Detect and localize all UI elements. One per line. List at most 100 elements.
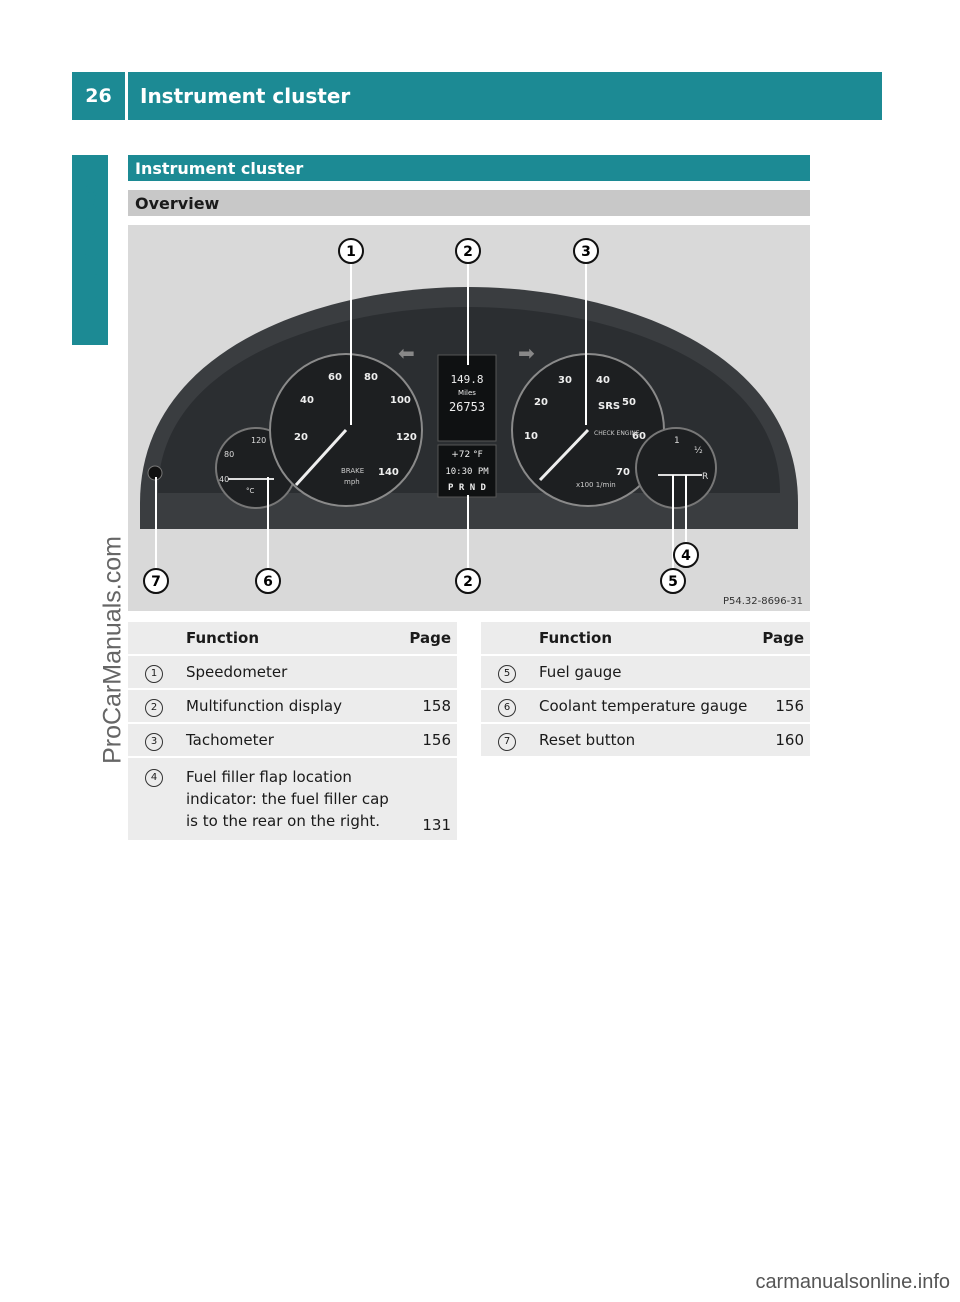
coolant-unit: °C <box>246 487 255 495</box>
watermark: ProCarManuals.com <box>98 536 127 764</box>
gear-indicator: P R N D <box>448 483 487 493</box>
srs-warning-label: SRS <box>598 401 620 412</box>
callout-circle <box>573 238 599 264</box>
fuel-tick: 1 <box>674 436 680 446</box>
tacho-tick: 20 <box>534 397 548 408</box>
speedo-tick: 100 <box>390 395 411 406</box>
function-table-right: Function Page 5 Fuel gauge 6 Coolant tem… <box>481 620 810 758</box>
row-number: 6 <box>498 698 516 717</box>
side-tab-label: At a glance <box>78 183 102 317</box>
callout-label: 4 <box>681 548 691 564</box>
table-row: 5 Fuel gauge <box>481 656 810 688</box>
row-page: 160 <box>755 724 810 756</box>
row-page: 131 <box>403 758 457 840</box>
header-separator <box>125 72 128 120</box>
tacho-tick: 30 <box>558 375 572 386</box>
table-header-row: Function Page <box>128 622 457 654</box>
table-row: 6 Coolant temperature gauge 156 <box>481 690 810 722</box>
table-row: 1 Speedometer <box>128 656 457 688</box>
bottom-watermark: carmanualsonline.info <box>755 1271 950 1293</box>
row-number: 4 <box>145 769 163 787</box>
callout-label: 7 <box>151 574 161 590</box>
callout-circle <box>338 238 364 264</box>
callout-circle <box>455 238 481 264</box>
instrument-cluster-figure: 80 120 40 °C 20 40 60 80 100 120 140 BRA… <box>128 225 810 611</box>
header-title: Instrument cluster <box>140 84 351 108</box>
col-header-num <box>481 622 533 654</box>
multifunction-display-top <box>437 354 497 442</box>
row-number: 2 <box>145 698 163 717</box>
coolant-tick: 80 <box>224 450 234 459</box>
row-function: Multifunction display <box>180 690 404 722</box>
function-table-left: Function Page 1 Speedometer 2 Multifunct… <box>128 620 457 842</box>
speedo-tick: 80 <box>364 372 378 383</box>
row-function: Tachometer <box>180 724 404 756</box>
tacho-tick: 10 <box>524 431 538 442</box>
row-function: Coolant temperature gauge <box>533 690 756 722</box>
row-page <box>403 656 457 688</box>
tacho-tick: 70 <box>616 467 630 478</box>
odometer-value: 26753 <box>449 400 485 414</box>
callout-lines <box>155 263 687 569</box>
page-number: 26 <box>85 85 112 107</box>
coolant-tick: 120 <box>251 436 266 445</box>
check-engine-label: CHECK ENGINE <box>594 430 640 437</box>
trip-unit: Miles <box>458 389 476 397</box>
tacho-tick: 40 <box>596 375 610 386</box>
tachometer-needle <box>538 428 590 482</box>
row-function: Fuel gauge <box>533 656 756 688</box>
trip-value: 149.8 <box>450 373 483 386</box>
cluster-illustration: 80 120 40 °C 20 40 60 80 100 120 140 BRA… <box>140 238 798 594</box>
row-page <box>755 656 810 688</box>
fuel-tick: ½ <box>694 446 703 456</box>
brake-warning-label: BRAKE <box>341 467 364 475</box>
clock: 10:30 PM <box>445 467 489 477</box>
callout-circle <box>143 568 169 594</box>
tacho-tick: 60 <box>632 431 646 442</box>
row-number: 3 <box>145 732 163 751</box>
subsection-title: Overview <box>128 190 810 216</box>
callout-circle <box>673 542 699 568</box>
row-page: 158 <box>403 690 457 722</box>
left-turn-arrow-icon: ⬅ <box>398 341 415 365</box>
tacho-unit: x100 1/min <box>576 481 616 489</box>
callout-circle <box>255 568 281 594</box>
table-row: 7 Reset button 160 <box>481 724 810 756</box>
table-row: 4 Fuel filler flap location indicator: t… <box>128 758 457 840</box>
table-header-row: Function Page <box>481 622 810 654</box>
speedo-tick: 120 <box>396 432 417 443</box>
row-function: Speedometer <box>180 656 404 688</box>
speedo-tick: 20 <box>294 432 308 443</box>
row-number: 7 <box>498 732 516 751</box>
table-row: 2 Multifunction display 158 <box>128 690 457 722</box>
callout-label: 6 <box>263 574 273 590</box>
tacho-tick: 50 <box>622 397 636 408</box>
callout-label: 3 <box>581 244 591 260</box>
col-header-function: Function <box>180 622 404 654</box>
header-bar <box>72 72 882 120</box>
col-header-page: Page <box>403 622 457 654</box>
col-header-function: Function <box>533 622 756 654</box>
row-function: Fuel filler flap location indicator: the… <box>180 758 404 840</box>
speedo-tick: 40 <box>300 395 314 406</box>
callout-circle <box>455 568 481 594</box>
row-function: Reset button <box>533 724 756 756</box>
row-number: 5 <box>498 664 516 683</box>
callout-label: 1 <box>346 244 356 260</box>
table-row: 3 Tachometer 156 <box>128 724 457 756</box>
fuel-tick: R <box>702 472 708 482</box>
row-number: 1 <box>145 664 163 683</box>
fuel-gauge <box>635 427 717 509</box>
callout-circle <box>660 568 686 594</box>
speedo-unit: mph <box>344 478 360 486</box>
row-page: 156 <box>403 724 457 756</box>
col-header-page: Page <box>755 622 810 654</box>
callout-label: 5 <box>668 574 678 590</box>
callout-label: 2 <box>463 244 473 260</box>
side-tab <box>72 155 108 345</box>
speedo-tick: 140 <box>378 467 399 478</box>
callout-label: 2 <box>463 574 473 590</box>
col-header-num <box>128 622 180 654</box>
right-turn-arrow-icon: ➡ <box>518 341 535 365</box>
row-page: 156 <box>755 690 810 722</box>
